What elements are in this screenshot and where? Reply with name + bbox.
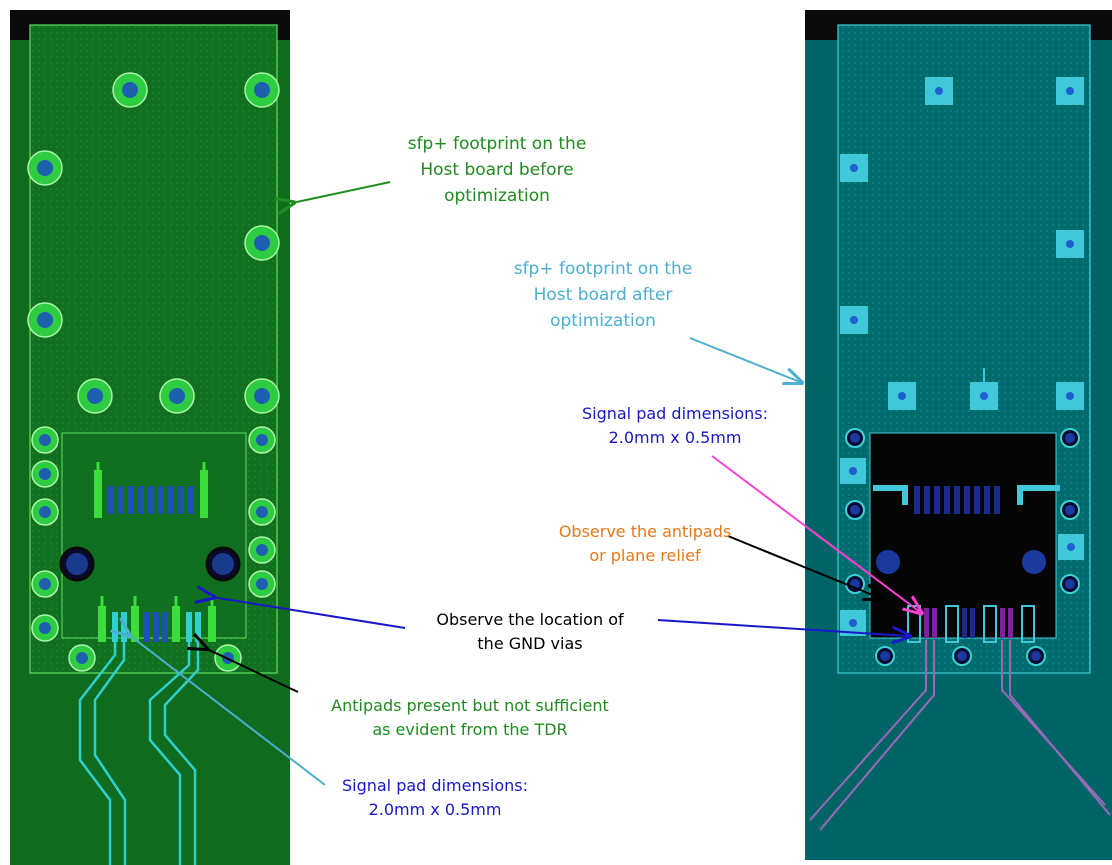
label-signal-pad-right: Signal pad dimensions: 2.0mm x 0.5mm: [581, 404, 769, 447]
arrow-before-footprint: [292, 181, 391, 203]
label-after-footprint: sfp+ footprint on the Host board after o…: [513, 259, 693, 331]
before-signal-traces: [78, 642, 200, 865]
after-gnd-vias: [845, 428, 1080, 666]
label-antipads-present: Antipads present but not sufficient as e…: [331, 696, 609, 739]
before-gnd-vias: [27, 72, 280, 672]
annotation-arrows: [128, 181, 920, 786]
before-board: [10, 10, 290, 865]
arrow-antipads-right: [727, 535, 880, 598]
after-square-pads: [840, 77, 1084, 636]
after-board: [805, 10, 1112, 860]
label-observe-antipads: Observe the antipads or plane relief: [558, 522, 732, 565]
label-before-footprint: sfp+ footprint on the Host board before …: [407, 134, 587, 206]
before-upper-pads: [94, 462, 208, 518]
label-signal-pad-left: Signal pad dimensions: 2.0mm x 0.5mm: [341, 776, 529, 819]
arrow-gnd-right: [657, 619, 908, 636]
arrow-after-footprint: [689, 337, 800, 382]
after-pads: [873, 485, 1060, 643]
arrow-gnd-left: [212, 597, 406, 629]
arrow-signal-pad-left: [128, 634, 326, 786]
after-signal-traces: [809, 640, 1111, 831]
arrow-antipads-left: [205, 648, 299, 693]
label-observe-gnd: Observe the location of the GND vias: [436, 610, 624, 653]
